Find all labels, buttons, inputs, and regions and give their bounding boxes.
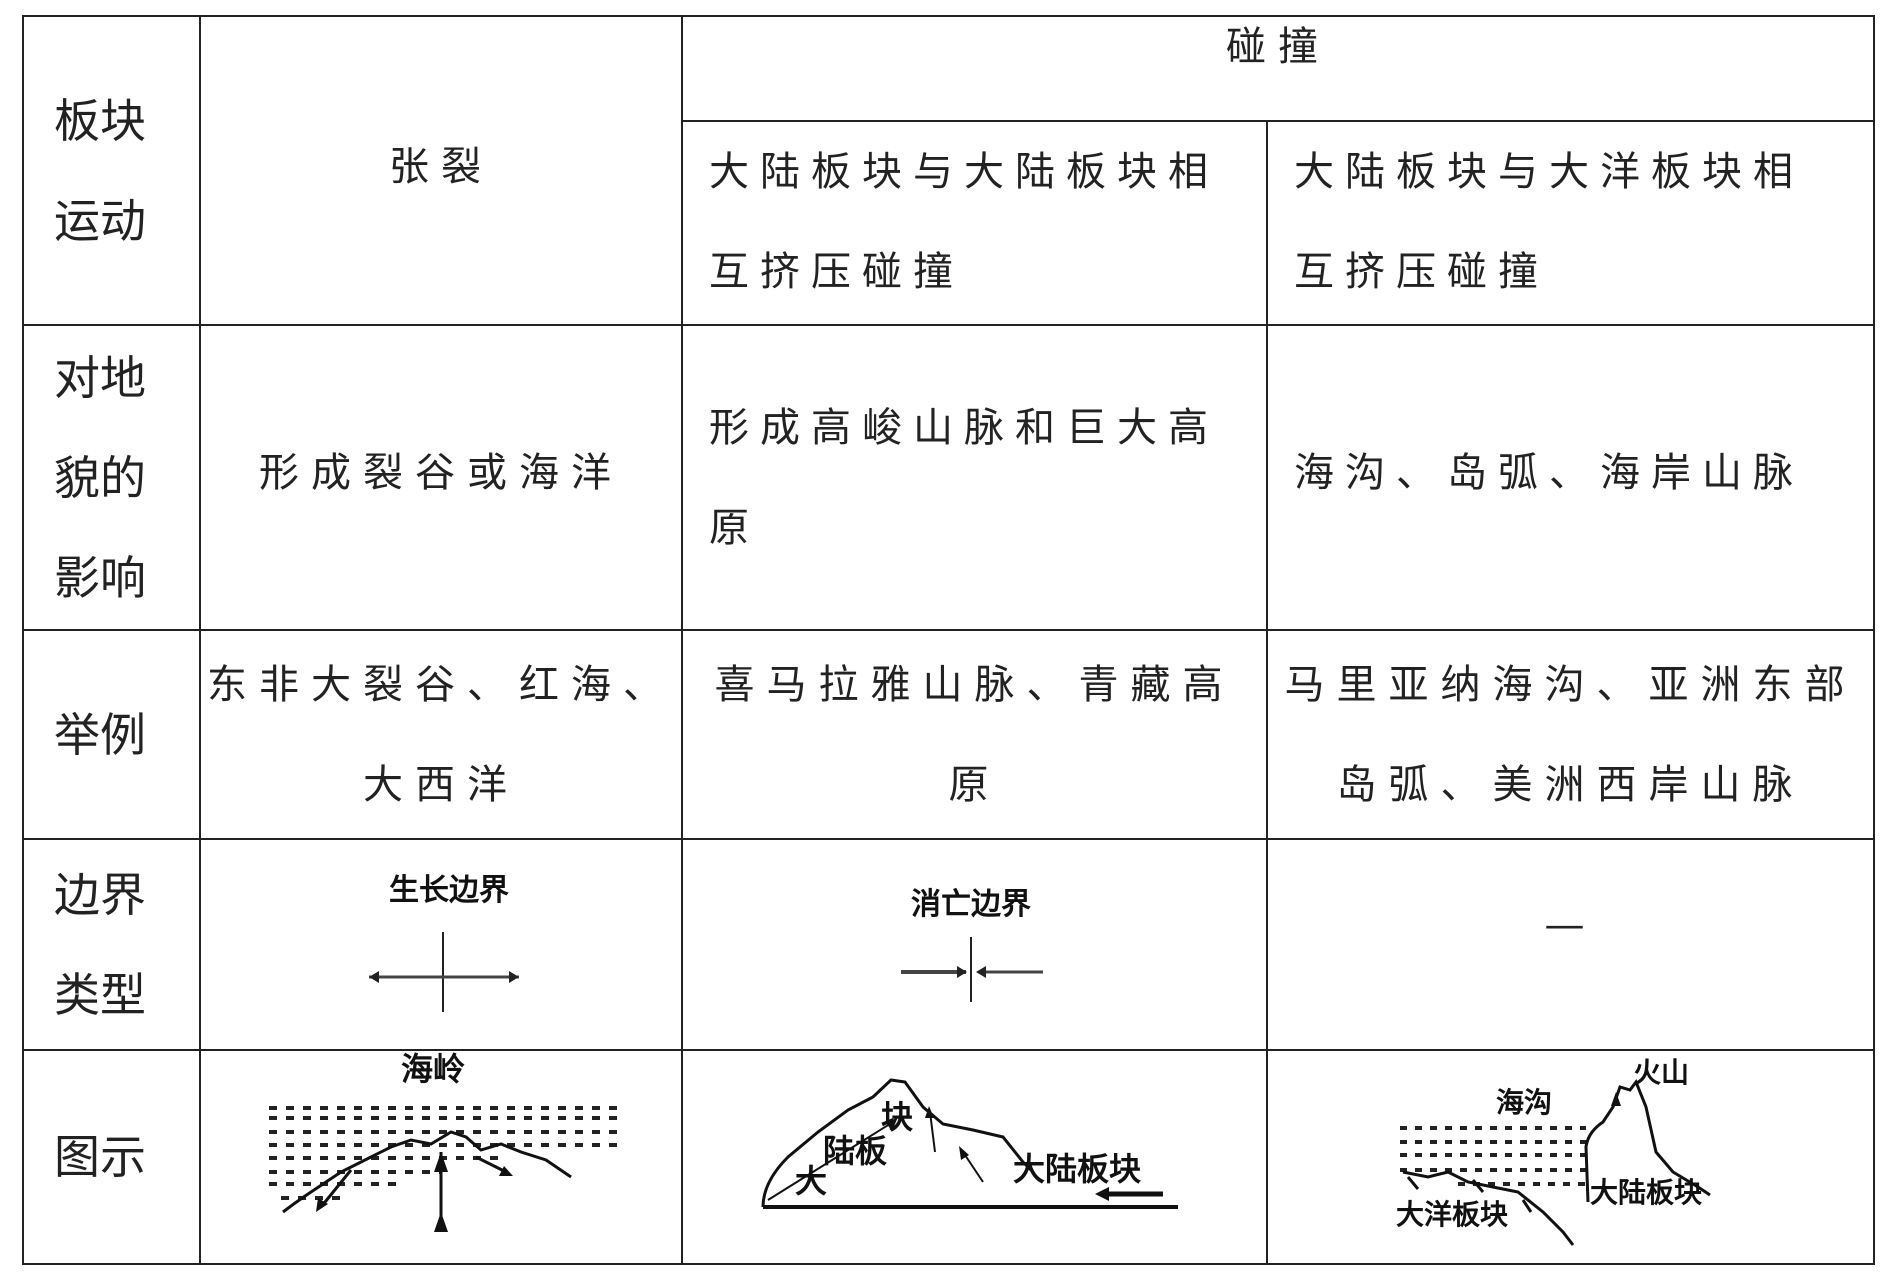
plate-motion-table: 板块 运动 张裂 碰撞 大陆板块与大陆板块相 互挤压碰撞 大陆板块与大洋板块相 … [22, 15, 1875, 1265]
column-collision: 碰撞 [681, 15, 1875, 122]
example-divergent: 东非大裂谷、红海、 大西洋 [199, 629, 683, 840]
text-line: 海沟、岛弧、海岸山脉 [1294, 449, 1804, 496]
growth-boundary-symbol: 生长边界 [369, 873, 519, 1012]
diagram-label: 大陆板块 [1590, 1176, 1702, 1209]
text-line: 原 [948, 761, 1001, 808]
header-line: 类型 [54, 967, 146, 1022]
ocean-continent-collision-diagram: 火山 海沟 大洋板块 大陆板块 [1396, 1056, 1711, 1246]
diagram-label: 陆板 [823, 1132, 887, 1170]
text-line: 大陆板块与大陆板块相 [709, 149, 1219, 195]
row-header-motion: 板块 运动 [22, 15, 201, 326]
text-line: 形成高峻山脉和巨大高 [709, 404, 1219, 451]
row-header-boundary: 边界 类型 [22, 838, 201, 1051]
header-line: 对地 [54, 350, 146, 405]
diagram-divergent: 海岭 [199, 1049, 683, 1265]
boundary-label: 消亡边界 [911, 887, 1031, 922]
header-line: 举例 [54, 707, 146, 762]
collision-label: 碰撞 [1226, 24, 1330, 70]
diagram-label: 火山 [1633, 1056, 1689, 1089]
text-line: 大陆板块与大洋板块相 [1294, 149, 1804, 195]
diagram-label: 块 [881, 1098, 913, 1136]
landform-continent-ocean: 海沟、岛弧、海岸山脉 [1266, 324, 1875, 631]
text-line: 互挤压碰撞 [1294, 249, 1549, 295]
header-line: 边界 [54, 867, 146, 922]
text-line: 马里亚纳海沟、亚洲东部 [1284, 661, 1857, 708]
dash: — [1544, 901, 1597, 948]
column-divergent: 张裂 [199, 15, 683, 326]
example-continent-continent: 喜马拉雅山脉、青藏高 原 [681, 629, 1268, 840]
diagram-continent-ocean: 火山 海沟 大洋板块 大陆板块 [1266, 1049, 1875, 1265]
consumption-boundary-symbol: 消亡边界 [901, 887, 1043, 1002]
diagram-label: 大洋板块 [1396, 1198, 1508, 1231]
text-line: 岛弧、美洲西岸山脉 [1336, 761, 1805, 808]
header-line: 板块 [54, 93, 146, 148]
text-line: 形成裂谷或海洋 [259, 449, 623, 496]
header-line: 图示 [54, 1130, 146, 1184]
divergent-label: 张裂 [389, 144, 493, 190]
diagram-label: 海沟 [1496, 1086, 1552, 1119]
ocean-ridge-diagram: 海岭 [269, 1052, 621, 1232]
row-header-landform: 对地 貌的 影响 [22, 324, 201, 631]
text-line: 喜马拉雅山脉、青藏高 [714, 661, 1235, 708]
example-continent-ocean: 马里亚纳海沟、亚洲东部 岛弧、美洲西岸山脉 [1266, 629, 1875, 840]
diagram-label: 海岭 [401, 1052, 465, 1088]
diagram-label: 大陆板块 [1013, 1150, 1141, 1188]
landform-continent-continent: 形成高峻山脉和巨大高 原 [681, 324, 1268, 631]
landform-divergent: 形成裂谷或海洋 [199, 324, 683, 631]
text-line: 原 [709, 504, 760, 551]
boundary-label: 生长边界 [389, 873, 509, 908]
text-line: 大西洋 [363, 761, 519, 808]
column-continent-continent: 大陆板块与大陆板块相 互挤压碰撞 [681, 120, 1268, 326]
header-line: 影响 [54, 550, 146, 605]
boundary-continent-ocean: — [1266, 838, 1875, 1051]
header-line: 貌的 [54, 450, 146, 505]
header-line: 运动 [54, 193, 146, 248]
boundary-divergent: 生长边界 [199, 838, 683, 1051]
continental-collision-diagram: 块 陆板 大 大陆板块 [761, 1078, 1178, 1209]
text-line: 互挤压碰撞 [709, 249, 964, 295]
boundary-continent-continent: 消亡边界 [681, 838, 1268, 1051]
row-header-example: 举例 [22, 629, 201, 840]
diagram-label: 大 [795, 1162, 827, 1200]
row-header-diagram: 图示 [22, 1049, 201, 1265]
diagram-continent-continent: 块 陆板 大 大陆板块 [681, 1049, 1268, 1265]
text-line: 东非大裂谷、红海、 [207, 661, 675, 708]
column-continent-ocean: 大陆板块与大洋板块相 互挤压碰撞 [1266, 120, 1875, 326]
